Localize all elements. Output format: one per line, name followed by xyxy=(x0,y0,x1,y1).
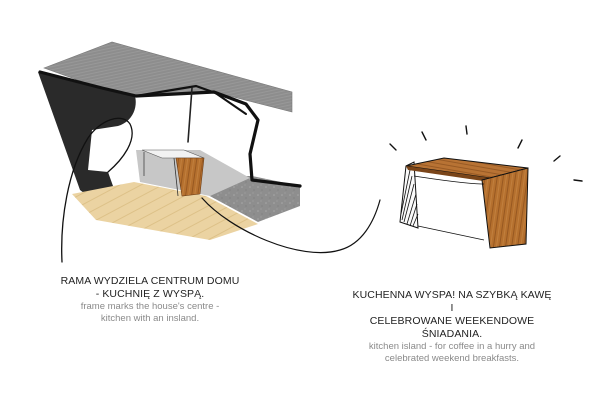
pointer-loop-left xyxy=(61,117,133,263)
interior-frame-sketch xyxy=(38,41,302,263)
island-left-panel xyxy=(399,161,419,229)
dark-wall-volume xyxy=(38,72,136,200)
caption-island-en-line2: celebrated weekend breakfasts. xyxy=(384,353,520,364)
connector-arrow xyxy=(201,197,381,254)
caption-frame: RAMA WYDZIELA CENTRUM DOMU - KUCHNIĘ Z W… xyxy=(60,275,240,325)
caption-island-pl-line2: CELEBROWANE WEEKENDOWE xyxy=(369,315,535,327)
caption-frame-en-line1: frame marks the house's centre - xyxy=(80,301,220,312)
caption-frame-pl-line2: - KUCHNIĘ Z WYSPĄ. xyxy=(95,288,205,300)
small-island-side xyxy=(175,157,205,197)
emphasis-ticks xyxy=(389,125,583,182)
island-right-panel xyxy=(481,167,529,249)
caption-frame-en-line2: kitchen with an insland. xyxy=(100,313,200,324)
wood-floor xyxy=(72,182,258,240)
caption-frame-pl-line1: RAMA WYDZIELA CENTRUM DOMU xyxy=(60,275,240,287)
caption-island: KUCHENNA WYSPA! NA SZYBKĄ KAWĘ I CELEBRO… xyxy=(352,289,552,365)
caption-island-pl-line3: ŚNIADANIA. xyxy=(421,328,483,340)
caption-island-pl-line1: KUCHENNA WYSPA! NA SZYBKĄ KAWĘ I xyxy=(352,289,552,314)
kitchen-island-sketch xyxy=(389,125,583,249)
caption-island-en-line1: kitchen island - for coffee in a hurry a… xyxy=(368,341,536,352)
